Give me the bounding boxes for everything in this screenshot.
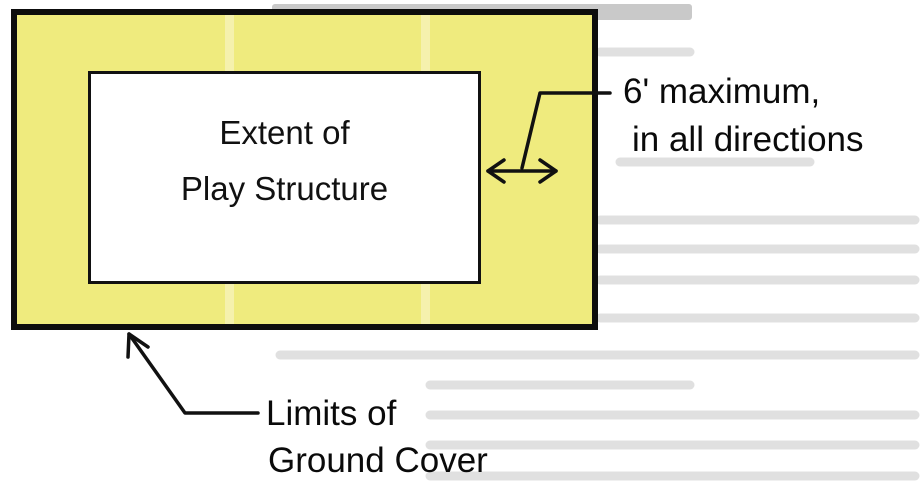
distance-label-line2: in all directions	[632, 120, 864, 159]
distance-label-line1: 6' maximum,	[623, 72, 821, 111]
play-structure-box: Extent of Play Structure	[88, 71, 481, 284]
play-structure-label-line2: Play Structure	[180, 170, 389, 207]
play-structure-label-line1: Extent of	[219, 114, 350, 151]
ground-cover-leader-line	[127, 332, 260, 415]
ground-cover-label-line1: Limits of	[266, 394, 397, 433]
ground-cover-label-line2: Ground Cover	[268, 441, 488, 480]
ground-cover-arrowhead	[126, 332, 150, 359]
